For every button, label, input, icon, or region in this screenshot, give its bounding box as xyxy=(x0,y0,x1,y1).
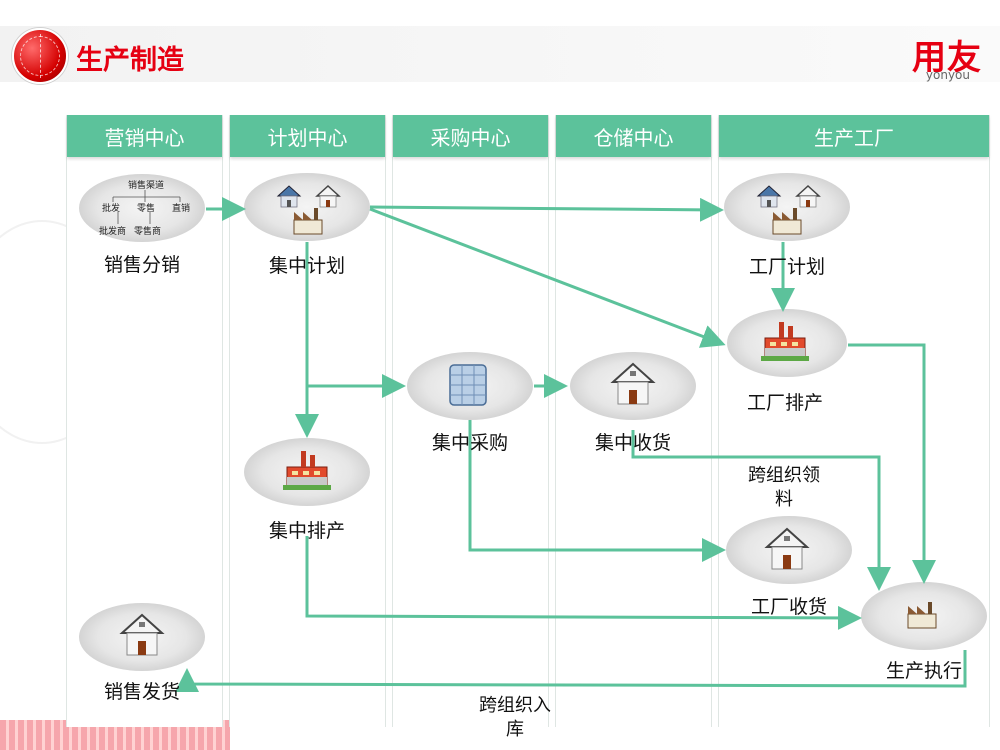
flow-purchasing-to-factory-receiving xyxy=(468,420,726,562)
label-sales-delivery: 销售发货 xyxy=(103,681,180,703)
node-sales-distribution xyxy=(79,174,205,242)
page-title: 生产制造 xyxy=(76,45,184,76)
label-cross-org-inbound: 跨组织入 库 xyxy=(465,694,565,742)
brand-logo: 用友 xyxy=(912,38,982,78)
channel-branch-retail: 零售 xyxy=(137,204,156,214)
office-building-icon xyxy=(449,364,487,406)
channel-root-label: 销售渠道 xyxy=(128,181,165,191)
brand-logo-subtext: yonyou xyxy=(925,68,970,82)
label-central-purchasing: 集中采购 xyxy=(431,432,508,454)
label-factory-planning: 工厂计划 xyxy=(748,256,825,278)
flow-schedule-to-execution xyxy=(848,343,936,584)
node-central-planning xyxy=(244,173,370,241)
label-production-execution: 生产执行 xyxy=(885,660,962,682)
channel-tree-lines xyxy=(112,190,181,224)
label-cross-org-requisition-line1: 跨组织领 xyxy=(748,465,820,486)
label-cross-org-requisition-line2: 料 xyxy=(775,489,793,510)
lane-warehouse: 仓储中心 xyxy=(555,115,712,727)
lane-header-marketing: 营销中心 xyxy=(67,115,222,157)
label-cross-org-inbound-line2: 库 xyxy=(506,719,524,740)
label-central-planning: 集中计划 xyxy=(268,255,345,277)
header-bar xyxy=(0,26,1000,82)
channel-leaf-retailer: 零售商 xyxy=(134,227,162,237)
node-factory-planning xyxy=(724,173,850,241)
lane-header-warehouse: 仓储中心 xyxy=(556,115,711,157)
flow-planning-to-factory-schedule xyxy=(369,207,726,348)
flow-planning-to-factory-plan xyxy=(369,197,724,222)
label-factory-scheduling: 工厂排产 xyxy=(746,392,823,414)
flow-central-schedule-to-execution xyxy=(305,536,862,630)
label-central-receiving: 集中收货 xyxy=(594,432,671,454)
label-factory-receiving: 工厂收货 xyxy=(750,596,827,618)
label-sales-distribution: 销售分销 xyxy=(103,254,180,276)
label-central-scheduling: 集中排产 xyxy=(268,520,345,542)
globe-logo-icon xyxy=(12,28,68,84)
channel-branch-wholesale: 批发 xyxy=(102,204,121,214)
channel-leaf-wholesaler: 批发商 xyxy=(99,227,127,237)
lane-header-planning: 计划中心 xyxy=(230,115,385,157)
lane-header-factory: 生产工厂 xyxy=(719,115,989,157)
lane-purchasing: 采购中心 xyxy=(392,115,549,727)
flow-cross-org-requisition xyxy=(631,430,891,591)
flow-execution-to-sales-delivery xyxy=(175,650,967,692)
channel-branch-direct: 直销 xyxy=(172,204,191,214)
label-cross-org-requisition: 跨组织领 料 xyxy=(734,464,834,512)
lane-header-purchasing: 采购中心 xyxy=(393,115,548,157)
label-cross-org-inbound-line1: 跨组织入 xyxy=(479,695,551,716)
